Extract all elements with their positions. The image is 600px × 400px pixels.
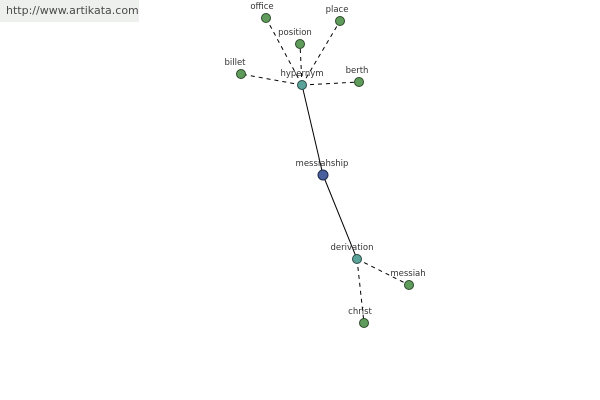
node-hypernym[interactable]: hypernym xyxy=(280,69,324,90)
graph-nodes: office place position billet hypernym berth me… xyxy=(224,2,426,328)
node-label-hypernym[interactable]: hypernym xyxy=(280,69,323,79)
edge-hypernym-billet xyxy=(240,73,303,86)
node-circle-office[interactable] xyxy=(261,13,271,23)
edge-hypernym-messiahship xyxy=(301,84,324,176)
node-messiah[interactable]: messiah xyxy=(390,269,426,290)
edge-hypernym-position xyxy=(299,43,303,86)
node-label-berth[interactable]: berth xyxy=(346,66,369,76)
node-circle-derivation[interactable] xyxy=(352,254,362,264)
node-circle-billet[interactable] xyxy=(236,69,246,79)
node-office[interactable]: office xyxy=(250,2,274,23)
edge-derivation-messiah xyxy=(356,258,410,286)
node-circle-christ[interactable] xyxy=(359,318,369,328)
node-circle-place[interactable] xyxy=(335,16,345,26)
node-position[interactable]: position xyxy=(278,28,312,49)
node-messiahship[interactable]: messiahship xyxy=(296,159,349,181)
node-label-billet[interactable]: billet xyxy=(224,58,246,68)
node-berth[interactable]: berth xyxy=(346,66,369,87)
node-circle-messiahship[interactable] xyxy=(317,169,329,181)
node-label-place[interactable]: place xyxy=(326,5,349,15)
node-label-position[interactable]: position xyxy=(278,28,312,38)
edge-messiahship-derivation xyxy=(322,174,358,260)
node-circle-position[interactable] xyxy=(295,39,305,49)
site-url-watermark: http://www.artikata.com xyxy=(0,0,139,22)
node-label-messiahship[interactable]: messiahship xyxy=(296,159,349,169)
edge-hypernym-berth xyxy=(301,81,360,86)
node-label-office[interactable]: office xyxy=(250,2,273,12)
node-christ[interactable]: christ xyxy=(348,307,373,328)
node-billet[interactable]: billet xyxy=(224,58,246,79)
graph-edges xyxy=(240,17,410,324)
edge-derivation-christ xyxy=(356,258,365,324)
node-circle-hypernym[interactable] xyxy=(297,80,307,90)
node-derivation[interactable]: derivation xyxy=(330,243,374,264)
node-circle-messiah[interactable] xyxy=(404,280,414,290)
node-label-christ[interactable]: christ xyxy=(348,307,372,317)
node-label-derivation[interactable]: derivation xyxy=(330,243,373,253)
site-url-text: http://www.artikata.com xyxy=(6,4,139,17)
node-place[interactable]: place xyxy=(326,5,349,26)
node-circle-berth[interactable] xyxy=(354,77,364,87)
node-label-messiah[interactable]: messiah xyxy=(390,269,425,279)
